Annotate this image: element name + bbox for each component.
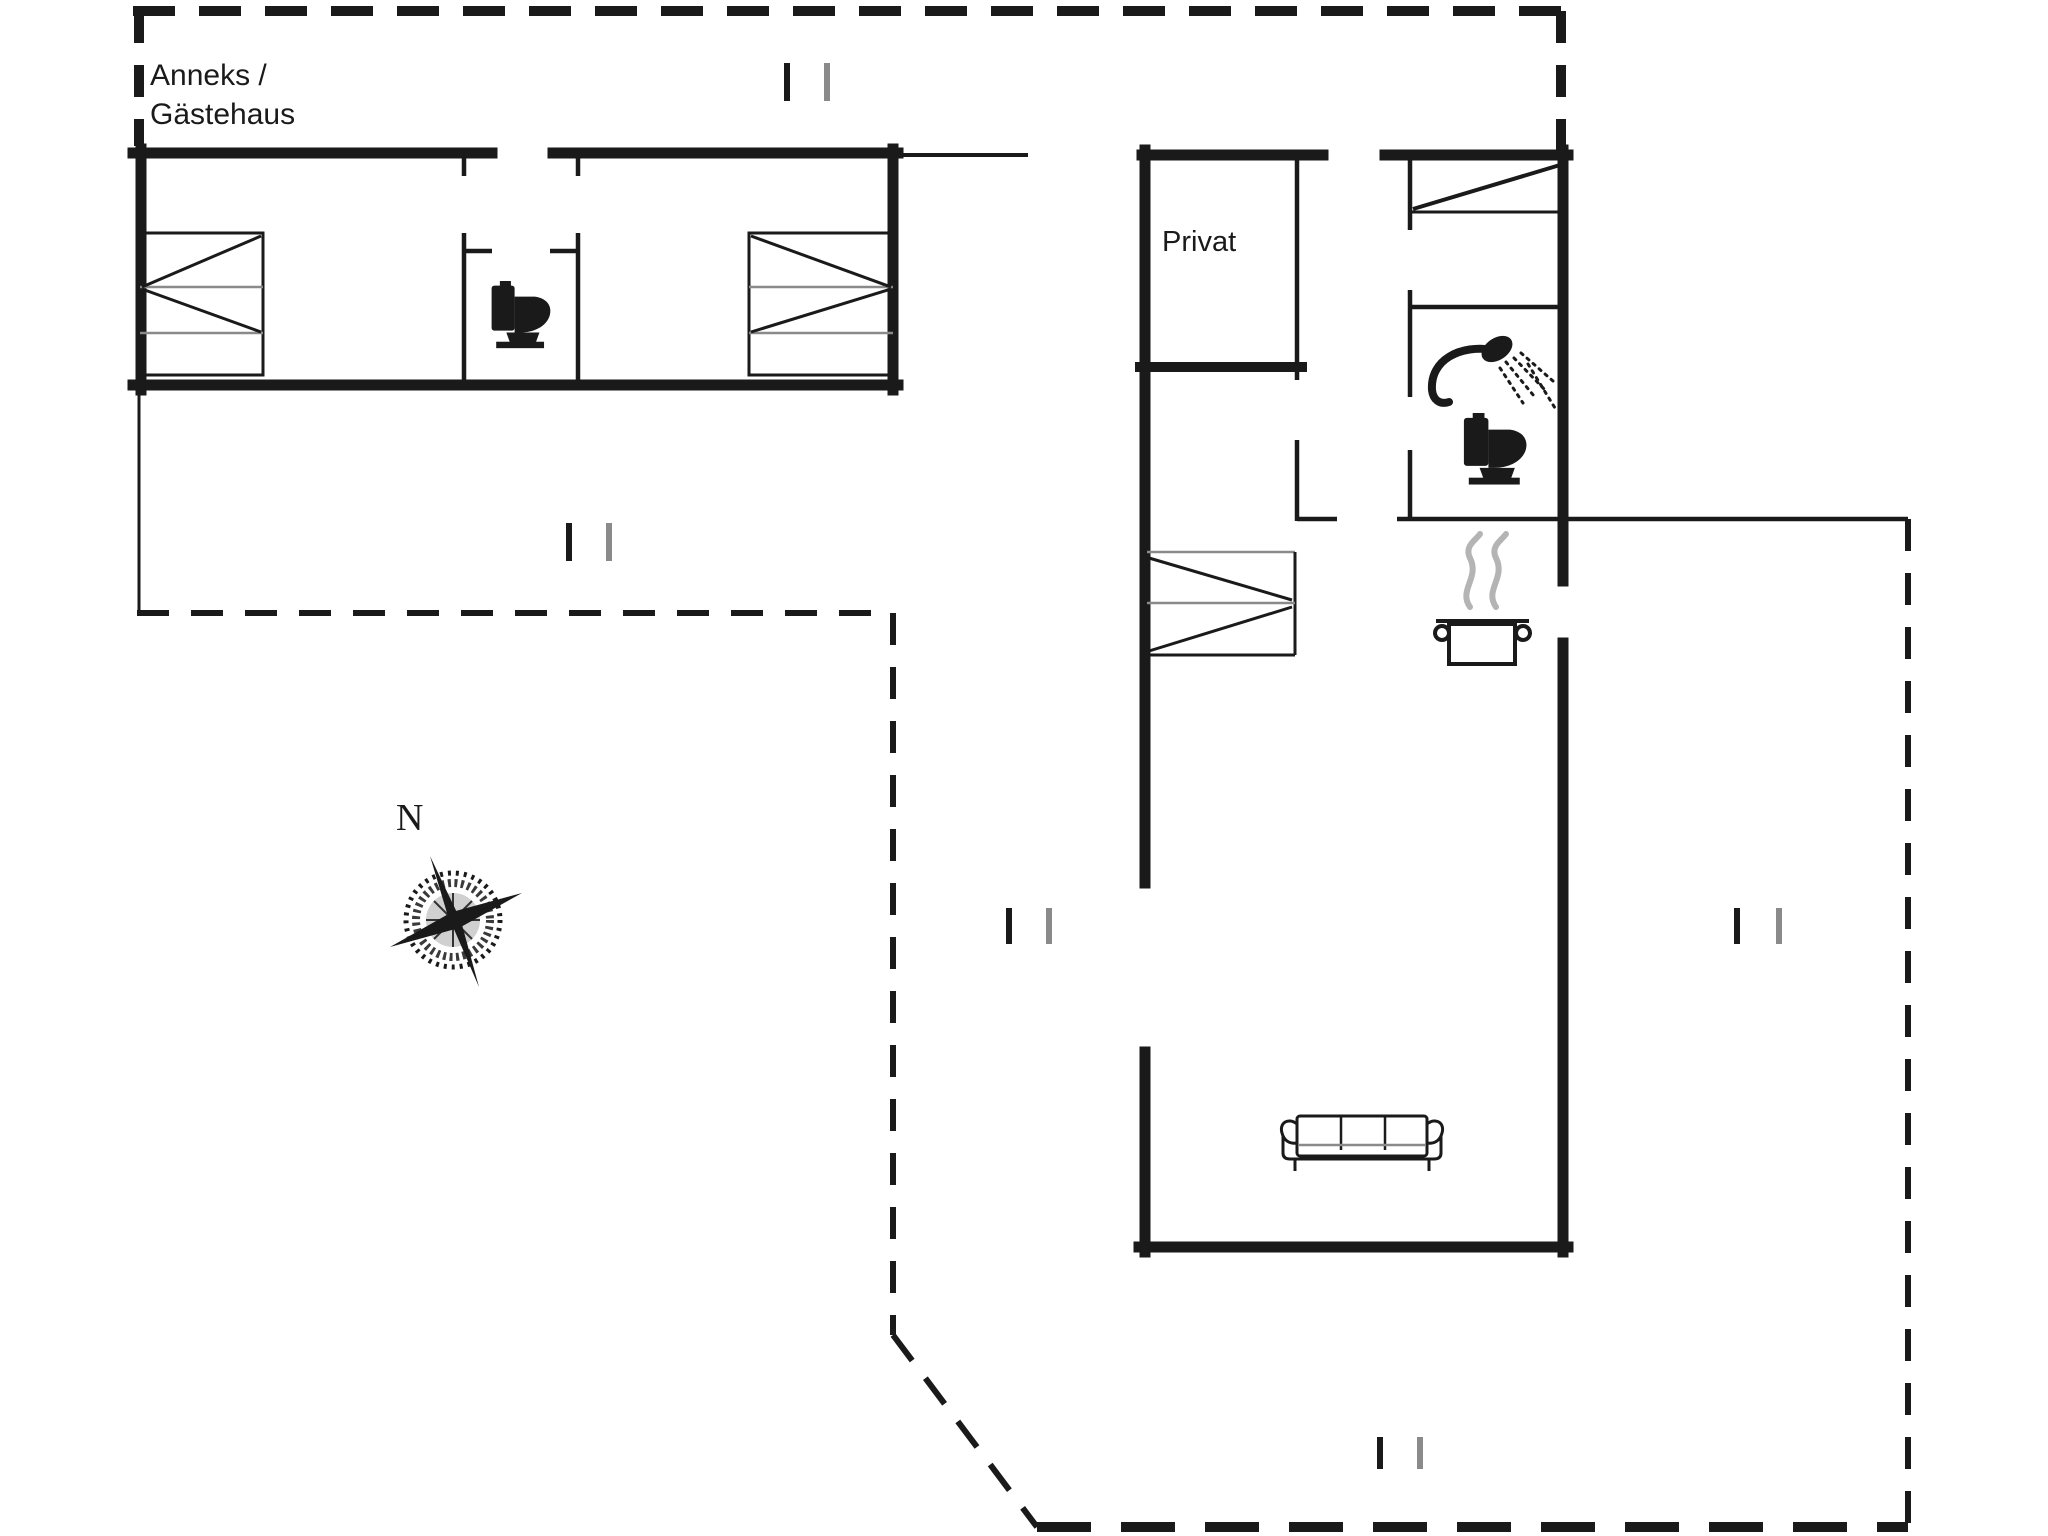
main-house-walls	[1133, 144, 1574, 1258]
annex-toilet-icon	[491, 281, 551, 349]
tick-marker-terrace-east	[1734, 908, 1782, 944]
shower-arm	[1427, 344, 1498, 407]
sofa-body	[1295, 1114, 1429, 1158]
private-room-label: Privat	[1162, 226, 1237, 258]
north-label: N	[396, 797, 424, 839]
spray	[1519, 351, 1555, 383]
pot-body	[1447, 622, 1517, 666]
wardrobe-diagonal	[1412, 163, 1561, 211]
spray	[1512, 356, 1547, 392]
tick-marker-annex-south	[566, 523, 612, 561]
annex-bed-left-icon	[138, 231, 265, 377]
sofa-arm-right	[1426, 1119, 1445, 1145]
compass-ring	[412, 879, 494, 961]
pot-handle-right	[1514, 624, 1532, 642]
tick-marker-top	[784, 63, 830, 101]
bed-diagonal	[141, 287, 262, 334]
spray	[1526, 362, 1557, 410]
annex-wc-partition	[461, 158, 581, 381]
bed-outline	[138, 231, 265, 377]
sofa-base	[1281, 1136, 1443, 1161]
spray	[1498, 366, 1525, 405]
compass-center	[451, 916, 459, 924]
tick-marker-south	[1377, 1437, 1423, 1469]
main-toilet-icon	[1463, 413, 1527, 485]
compass-serration	[403, 870, 503, 970]
bed-outline	[747, 231, 895, 377]
pot-handle-left	[1433, 624, 1451, 642]
shower-icon	[1427, 335, 1557, 410]
bunk-bed-icon	[1147, 550, 1297, 657]
compass-rose-icon	[390, 856, 522, 987]
bed-diagonal	[141, 234, 262, 289]
bed-diagonal	[1148, 556, 1293, 602]
privat-room-walls	[1135, 160, 1337, 522]
spray	[1504, 360, 1536, 398]
tick-marker-terrace-west	[1006, 908, 1052, 944]
wardrobe-icon	[1410, 163, 1561, 214]
steam-wave	[1463, 531, 1483, 610]
cooking-pot-steam-icon	[1433, 531, 1532, 666]
sofa-icon	[1279, 1114, 1445, 1171]
property-boundary	[133, 6, 1911, 1532]
annex-label: Anneks / Gästehaus	[150, 59, 296, 131]
sofa-arm-left	[1279, 1119, 1298, 1145]
shower-head	[1481, 335, 1513, 363]
boundary-diagonal	[890, 1333, 1040, 1529]
steam-wave	[1489, 531, 1509, 610]
bed-diagonal	[750, 287, 892, 334]
bed-diagonal	[750, 234, 892, 289]
bed-diagonal	[1148, 605, 1293, 653]
annex-bed-right-icon	[747, 231, 895, 377]
bathroom-partition	[1397, 160, 1908, 522]
